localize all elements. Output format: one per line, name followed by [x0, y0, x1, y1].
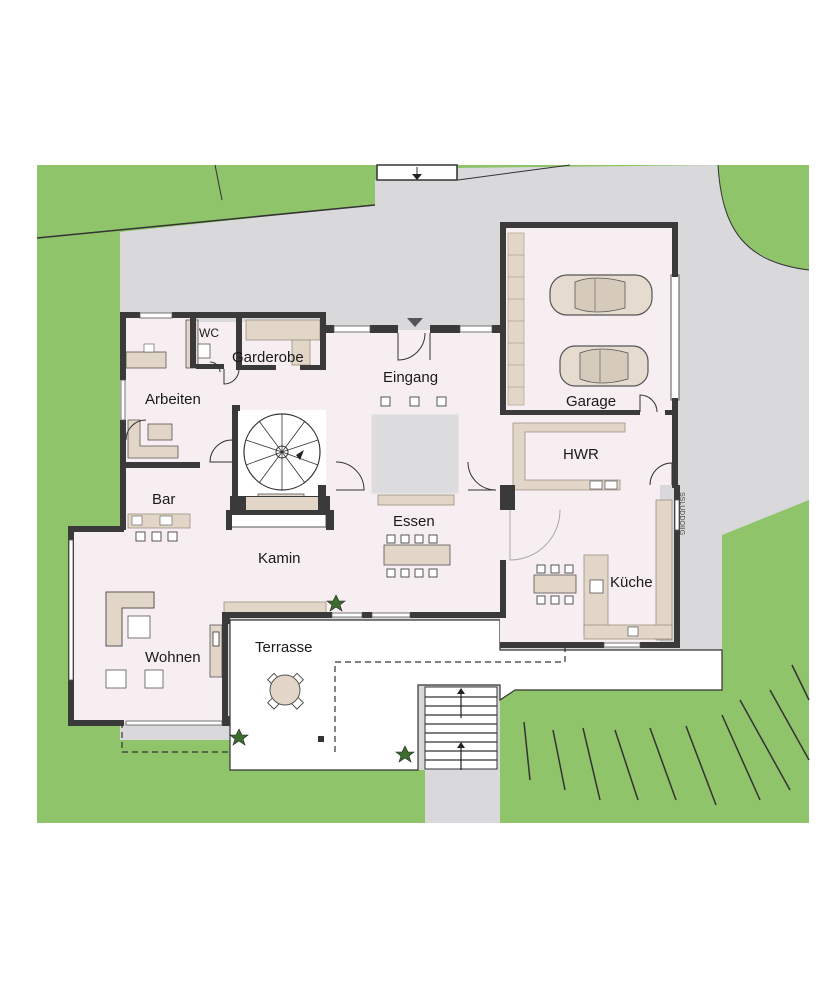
- dining-table: [383, 544, 451, 566]
- room-label-kueche: Küche: [610, 574, 653, 591]
- room-label-garderobe: Garderobe: [232, 349, 304, 366]
- garderobe-cabinet: [245, 319, 321, 341]
- garage-door: [670, 274, 680, 401]
- plant-icon: [326, 594, 346, 612]
- kitchen-counter-right: [655, 499, 673, 641]
- room-label-wohnen: Wohnen: [145, 649, 201, 666]
- armchair: [105, 669, 127, 689]
- wc-fixture: [197, 343, 211, 359]
- sideboard: [377, 494, 455, 506]
- fireplace-hearth: [229, 512, 327, 528]
- lawn-border-line: [36, 204, 376, 239]
- room-label-essen: Essen: [393, 513, 435, 530]
- path-walkway: [428, 770, 496, 823]
- car-icon: [549, 274, 653, 316]
- desk: [127, 419, 179, 459]
- sofa: [105, 591, 155, 647]
- desk-2: [125, 351, 167, 369]
- room-label-arbeiten: Arbeiten: [145, 391, 201, 408]
- dining-table-kitchen: [533, 574, 577, 594]
- side-label: SSLUDDOIIG: [678, 492, 685, 535]
- windows: [68, 312, 680, 726]
- armchair: [144, 669, 164, 689]
- garage-shelving: [507, 232, 525, 406]
- outdoor-stairs: [424, 686, 498, 770]
- room-label-kamin: Kamin: [258, 550, 301, 567]
- lawn-border-line-2: [457, 164, 571, 181]
- lawn-stripes: [523, 664, 810, 806]
- car-icon: [559, 345, 649, 387]
- gate-arrow-icon: [412, 174, 422, 180]
- spiral-staircase-icon: [238, 410, 326, 511]
- terrace-table-icon: [266, 672, 305, 710]
- room-label-bar: Bar: [152, 491, 175, 508]
- wohnen-dashed-line: [121, 722, 230, 753]
- plant-icon: [229, 728, 249, 746]
- room-label-wc: WC: [199, 326, 219, 340]
- plant-icon: [395, 745, 415, 763]
- terrace-dashed-line: [334, 648, 566, 752]
- cooktop-icon: [589, 579, 604, 594]
- room-label-eingang: Eingang: [383, 369, 438, 386]
- post: [318, 736, 324, 742]
- room-label-garage: Garage: [566, 393, 616, 410]
- atrium: [371, 414, 459, 494]
- lawn-border-right: [717, 164, 810, 271]
- bar-counter: [127, 513, 191, 529]
- kitchen-sink-icon: [627, 626, 639, 637]
- coffee-table: [127, 615, 151, 639]
- room-label-hwr: HWR: [563, 446, 599, 463]
- doors: [125, 332, 673, 561]
- room-label-terrasse: Terrasse: [255, 639, 313, 656]
- kitchen-island: [583, 554, 609, 636]
- lawn-border-line-top: [214, 164, 223, 201]
- entrance-arrow-icon: [407, 318, 423, 327]
